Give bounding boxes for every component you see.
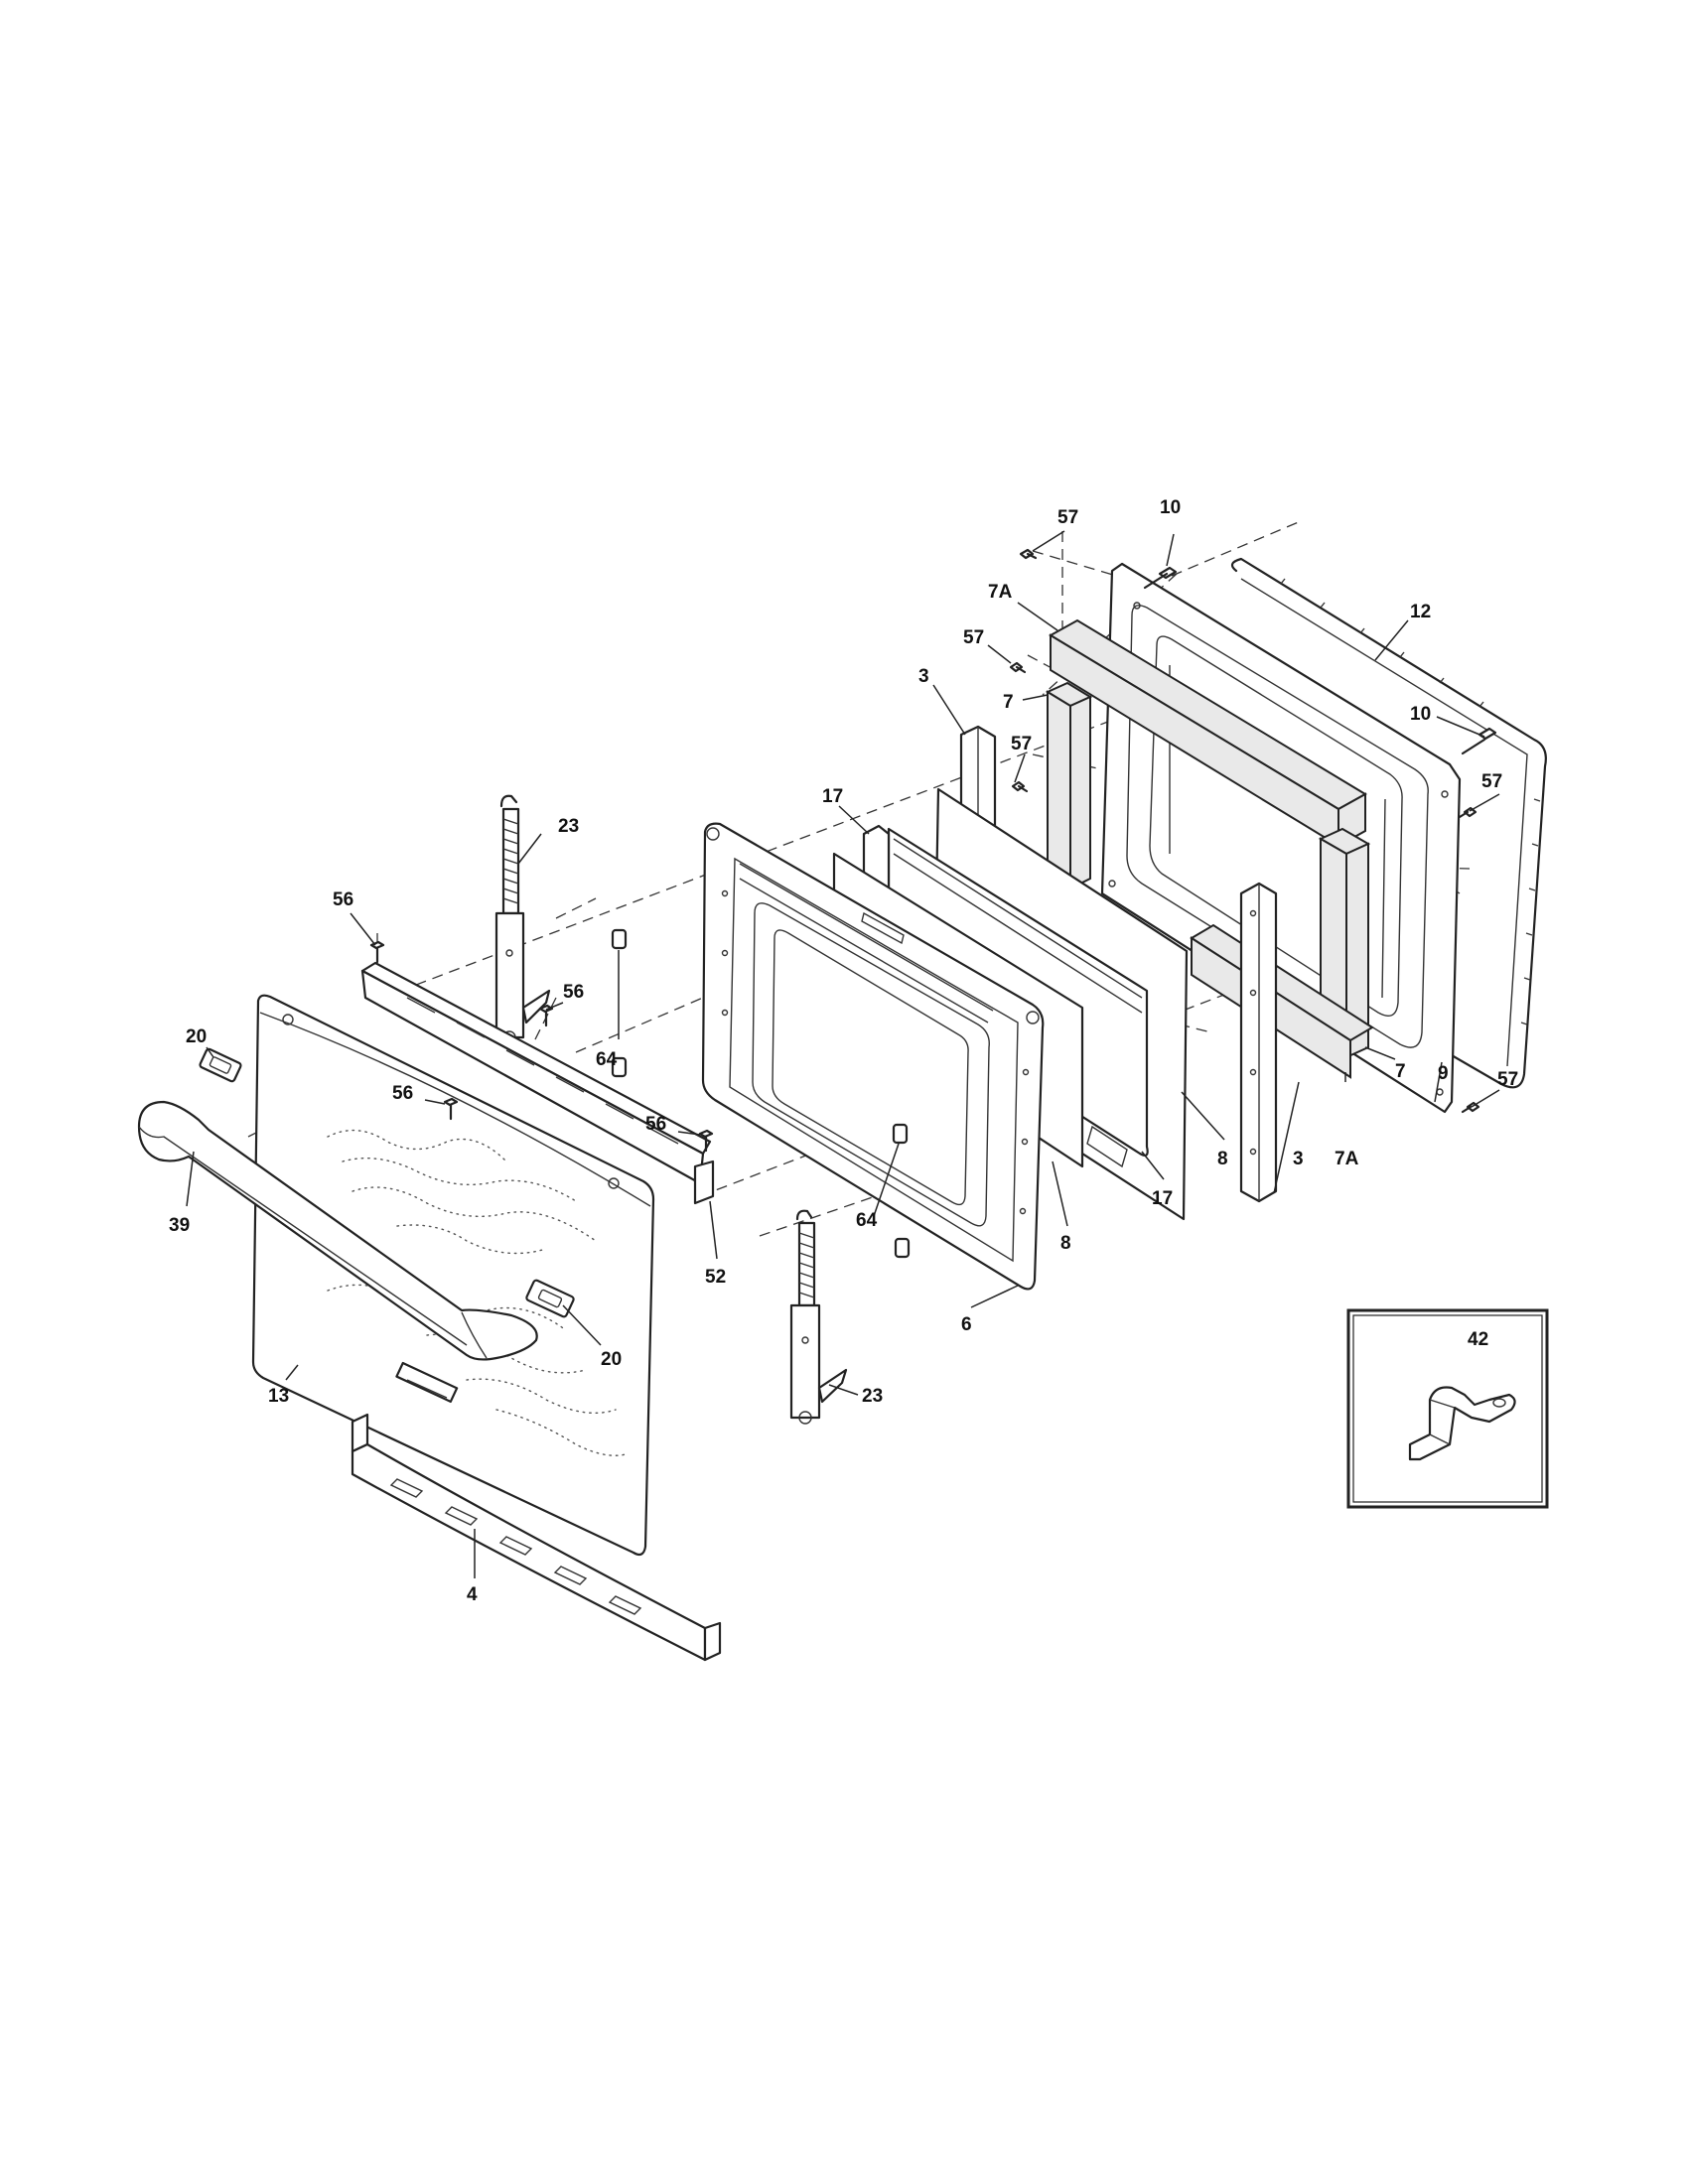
part-7-insulation-left [1045,681,1093,890]
callout-4: 4 [467,1584,478,1605]
callout-64-top: 64 [596,1049,618,1070]
part-56-screw-c [443,1097,459,1121]
part-23-hinge-bottom [789,1209,848,1425]
callout-64-bottom: 64 [856,1210,878,1231]
callout-23-top: 23 [558,816,579,837]
part-12-door-gasket [1204,557,1547,1089]
callout-23-bottom: 23 [862,1386,883,1407]
callout-13: 13 [268,1386,289,1407]
callout-labels: 57 10 7A 12 57 3 7 10 57 57 17 23 56 56 … [169,497,1518,1605]
callout-20-right: 20 [601,1349,622,1370]
callout-3-right: 3 [1293,1149,1304,1169]
callout-7-left: 7 [1003,692,1014,713]
callout-8-lower: 8 [1060,1233,1071,1254]
part-23-hinge-top [494,794,551,1044]
part-10-bolt-right [1461,727,1497,755]
callout-9: 9 [1438,1063,1449,1084]
callout-7-right: 7 [1395,1061,1406,1082]
callout-10-right: 10 [1410,704,1431,725]
callout-39: 39 [169,1215,190,1236]
part-64-bumper-inner [892,1123,909,1145]
leader-lines [186,530,1500,1578]
callout-56-c: 56 [392,1083,413,1104]
part-57-screw-top [1019,548,1038,560]
part-56-screw-d [698,1129,714,1153]
callout-8-upper: 8 [1217,1149,1228,1169]
callout-56-b: 56 [563,982,584,1003]
callout-56-a: 56 [333,889,353,910]
part-64-bumper-middle [611,1056,628,1078]
inset-box-part-42 [1346,1308,1549,1509]
part-42-bracket [1408,1386,1516,1461]
part-56-screw-a [369,940,385,964]
part-64-bumper-upper [611,928,628,950]
callout-57-right-top: 57 [1481,771,1502,792]
callout-3-left: 3 [918,666,929,687]
callout-7A-top: 7A [988,582,1013,603]
part-3-channel-right [1239,882,1278,1203]
part-13-outer-door-panel [251,994,655,1557]
part-20-handle-mount-left [199,1047,242,1083]
part-20-handle-mount-right [525,1279,575,1318]
part-6-inner-door-panel [701,822,1045,1291]
callout-20-left: 20 [186,1026,207,1047]
part-39-door-handle [137,1100,538,1361]
callout-17-left: 17 [822,786,843,807]
callout-7A-bottom: 7A [1335,1149,1359,1169]
callout-57-c: 57 [1011,734,1032,754]
callout-52: 52 [705,1267,726,1288]
part-52-vent-trim [360,961,715,1205]
callout-57-right-bottom: 57 [1497,1069,1518,1090]
callout-6: 6 [961,1314,972,1335]
part-57-screw-c [1011,780,1029,793]
callout-57-top: 57 [1057,507,1078,528]
callout-17-right: 17 [1152,1188,1173,1209]
callout-57-b: 57 [963,627,984,648]
part-4-bottom-trim [351,1413,722,1662]
part-64-bumper-lower [894,1237,911,1259]
callout-10-top: 10 [1160,497,1181,518]
part-10-bolt-top [1143,566,1178,590]
callout-12: 12 [1410,602,1431,622]
callout-56-d: 56 [645,1114,666,1135]
callout-42: 42 [1468,1329,1488,1350]
part-57-screw-b [1009,661,1027,674]
part-56-screw-b [538,1004,554,1027]
